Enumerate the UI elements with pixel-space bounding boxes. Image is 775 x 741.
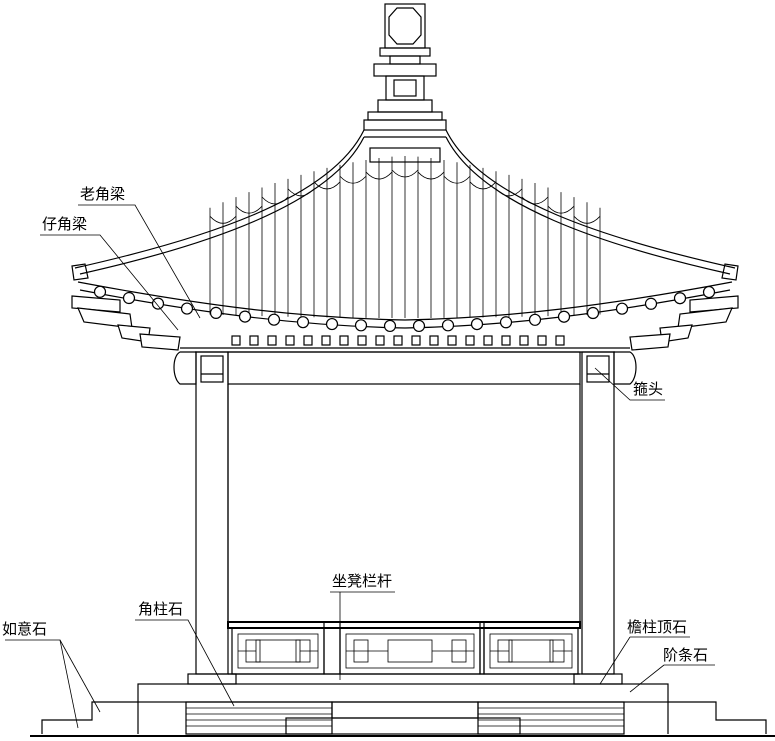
rafter-end xyxy=(325,317,339,331)
rafter-end xyxy=(615,302,629,315)
label-ru-yi-shi: 如意石 xyxy=(2,620,48,638)
rafter-end xyxy=(383,319,397,333)
bracket-block xyxy=(303,335,313,346)
rafter-end xyxy=(557,310,571,323)
tile-scallop xyxy=(547,205,575,214)
railing-center xyxy=(387,639,433,663)
railing-post xyxy=(479,621,485,675)
rafter-end xyxy=(267,313,281,326)
bracket-block xyxy=(555,335,565,346)
rafter-ends xyxy=(93,285,716,333)
rafter-end xyxy=(644,297,658,310)
label-lao-jiao-liang: 老角梁 xyxy=(80,185,126,203)
column-right xyxy=(581,351,615,675)
bracket-block xyxy=(411,335,421,346)
rafter-end xyxy=(528,313,542,326)
tile-scallop xyxy=(495,188,523,197)
railing-lattice xyxy=(353,639,369,663)
rafter-end xyxy=(238,310,252,323)
bench-railing xyxy=(227,621,581,675)
railing-center xyxy=(255,639,301,663)
railing-lattice xyxy=(245,639,261,663)
tile-scallop xyxy=(261,196,289,205)
roof-tile-ridges xyxy=(209,156,601,318)
bracket-block xyxy=(357,335,367,346)
bracket-block xyxy=(393,335,403,346)
rafter-end xyxy=(586,306,600,320)
label-zuo-deng-lan-gan: 坐凳栏杆 xyxy=(332,572,393,590)
railing-lattice xyxy=(295,639,311,663)
bracket-block xyxy=(339,335,349,346)
rafter-end xyxy=(180,302,194,315)
bracket-block xyxy=(483,335,493,346)
tile-scallop xyxy=(521,196,549,205)
bracket-block xyxy=(537,335,547,346)
roof-finial xyxy=(363,3,447,131)
bracket-block xyxy=(501,335,511,346)
railing-center xyxy=(508,639,554,663)
tile-scallop xyxy=(443,175,471,184)
bracket-block xyxy=(231,335,241,346)
tile-scallop xyxy=(287,188,315,197)
eave-brackets xyxy=(231,335,565,346)
tile-scallop xyxy=(235,205,263,214)
rafter-end xyxy=(499,316,513,329)
label-jiao-zhu-shi: 角柱石 xyxy=(138,600,184,618)
platform-base xyxy=(30,673,775,737)
corner-rafter-stack-right xyxy=(629,295,739,351)
tile-scallop xyxy=(365,171,393,180)
rafter-end xyxy=(354,319,368,332)
label-jie-tiao-shi: 阶条石 xyxy=(663,646,709,664)
rafter-end xyxy=(122,291,136,305)
railing-post xyxy=(323,621,341,675)
label-zi-jiao-liang: 仔角梁 xyxy=(42,215,88,233)
rafter-end xyxy=(441,319,455,332)
label-yan-zhu-ding-shi: 檐柱顶石 xyxy=(627,618,688,636)
rafter-end xyxy=(151,297,165,310)
rafter-end xyxy=(93,285,107,298)
bracket-block xyxy=(465,335,475,346)
rafter-end xyxy=(296,316,310,329)
label-gu-tou: 箍头 xyxy=(633,380,664,398)
bracket-block xyxy=(519,335,529,346)
bracket-block xyxy=(375,335,385,346)
corner-rafter-stack-left xyxy=(71,295,181,351)
bracket-block xyxy=(429,335,439,346)
bracket-block xyxy=(249,335,259,346)
tile-scallop xyxy=(469,181,497,190)
eave-beam xyxy=(173,347,637,385)
rafter-end xyxy=(470,317,484,331)
leader-lines xyxy=(5,204,715,729)
bracket-block xyxy=(447,335,457,346)
tile-scallop xyxy=(417,171,445,180)
railing-lattice xyxy=(497,639,513,663)
bracket-block xyxy=(321,335,331,346)
rafter-end xyxy=(673,292,687,305)
tile-scallop xyxy=(313,181,341,190)
column-left xyxy=(195,351,229,675)
rafter-end xyxy=(702,285,716,299)
rafter-end xyxy=(412,319,426,333)
tile-scallop xyxy=(209,216,237,224)
tile-scallop xyxy=(391,169,419,178)
tile-scallop xyxy=(339,175,367,184)
railing-lattice xyxy=(451,639,467,663)
tile-scallop xyxy=(573,216,601,224)
bracket-block xyxy=(285,335,295,346)
bracket-block xyxy=(267,335,277,346)
rafter-end xyxy=(209,306,223,319)
railing-lattice xyxy=(549,639,565,663)
